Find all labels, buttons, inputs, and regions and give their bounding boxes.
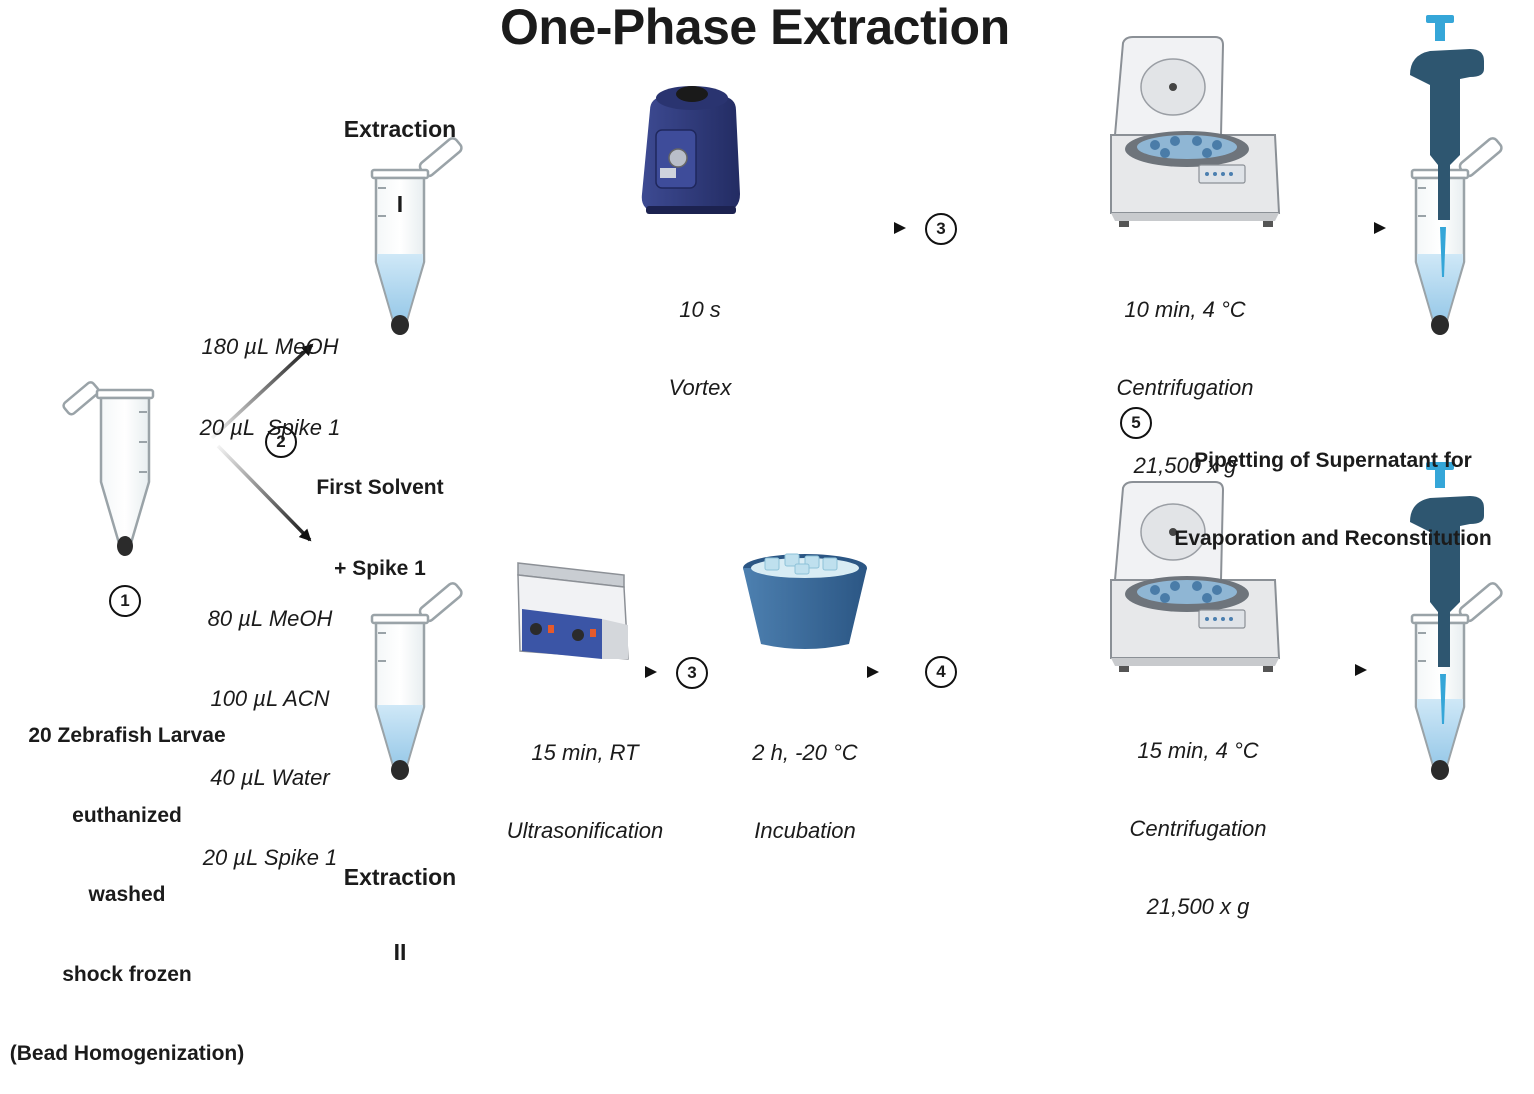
incubation-label: 2 h, -20 °C Incubation — [720, 688, 890, 870]
incubation-time: 2 h, -20 °C — [752, 740, 858, 765]
arrow-branch-down — [216, 444, 312, 542]
step-4-badge: 4 — [925, 656, 957, 688]
centrifugation-1-speed: 21,500 x g — [1133, 453, 1237, 478]
centrifugation-2-speed: 21,500 x g — [1146, 894, 1250, 919]
step-5-badge: 5 — [1120, 407, 1152, 439]
step-3-badge: 3 — [925, 213, 957, 245]
tube-start-icon — [62, 381, 155, 556]
step-2-badge: 2 — [265, 426, 297, 458]
tube-extraction-1-icon — [370, 137, 463, 335]
extraction-1-label: Extraction I — [320, 72, 480, 239]
solvent-1-line: 20 µL Spike 1 — [199, 415, 341, 440]
solvent-1-line: 180 µL MeOH — [201, 334, 339, 359]
solvent-2-list: 80 µL MeOH 100 µL ACN 40 µL Water 20 µL … — [180, 553, 360, 898]
start-line: shock frozen — [62, 962, 192, 986]
sonication-name: Ultrasonification — [506, 818, 664, 843]
step-3-badge: 3 — [676, 657, 708, 689]
tube-pipette-top-icon — [1410, 137, 1503, 335]
vortex-mixer-icon — [641, 86, 740, 214]
pipette-icon — [1410, 15, 1484, 277]
vortex-name: Vortex — [668, 375, 732, 400]
first-solvent-line1: First Solvent — [316, 476, 444, 499]
solvent-2-line: 40 µL Water — [210, 765, 330, 790]
vortex-label: 10 s Vortex — [620, 245, 780, 427]
solvent-2-line: 20 µL Spike 1 — [202, 844, 338, 870]
step-1-badge: 1 — [109, 585, 141, 617]
ice-bucket-icon — [743, 553, 867, 649]
sonication-time: 15 min, RT — [531, 740, 639, 765]
pipetting-line2: Evaporation and Reconstitution — [1174, 527, 1492, 550]
diagram-title: One-Phase Extraction — [500, 0, 1010, 55]
start-line: euthanized — [72, 803, 182, 827]
pipetting-line1: Pipetting of Supernatant for — [1194, 449, 1472, 472]
solvent-1-list: 180 µL MeOH 20 µL Spike 1 — [180, 279, 360, 468]
centrifuge-icon — [1110, 481, 1281, 672]
ultrasonic-bath-icon — [517, 562, 629, 660]
vortex-time: 10 s — [679, 297, 721, 322]
extraction-2-line2: II — [393, 939, 407, 965]
start-line: (Bead Homogenization) — [9, 1042, 245, 1065]
centrifugation-1-time: 10 min, 4 °C — [1124, 297, 1246, 322]
start-line: 20 Zebrafish Larvae — [28, 724, 226, 747]
workflow-diagram — [62, 15, 1503, 780]
centrifugation-1-name: Centrifugation — [1116, 375, 1254, 400]
extraction-1-line1: Extraction — [343, 116, 457, 142]
centrifugation-1-label: 10 min, 4 °C Centrifugation 21,500 x g — [1085, 245, 1285, 505]
centrifugation-2-time: 15 min, 4 °C — [1137, 738, 1259, 763]
centrifuge-icon — [1110, 36, 1281, 227]
pipetting-label: Pipetting of Supernatant for Evaporation… — [1160, 396, 1506, 578]
first-solvent-line2: + Spike 1 — [334, 557, 426, 580]
centrifugation-2-label: 15 min, 4 °C Centrifugation 21,500 x g — [1098, 686, 1298, 946]
tube-pipette-bottom-icon — [1410, 582, 1503, 780]
first-solvent-label: First Solvent + Spike 1 — [300, 420, 460, 609]
extraction-1-line2: I — [396, 191, 404, 217]
solvent-2-line: 100 µL ACN — [210, 685, 330, 711]
centrifugation-2-name: Centrifugation — [1129, 816, 1267, 841]
solvent-2-line: 80 µL MeOH — [207, 606, 333, 631]
tube-extraction-2-icon — [370, 582, 463, 780]
pipette-icon — [1410, 462, 1484, 724]
sonication-label: 15 min, RT Ultrasonification — [490, 688, 680, 870]
arrow-branch-up — [210, 343, 314, 440]
incubation-name: Incubation — [754, 818, 856, 843]
